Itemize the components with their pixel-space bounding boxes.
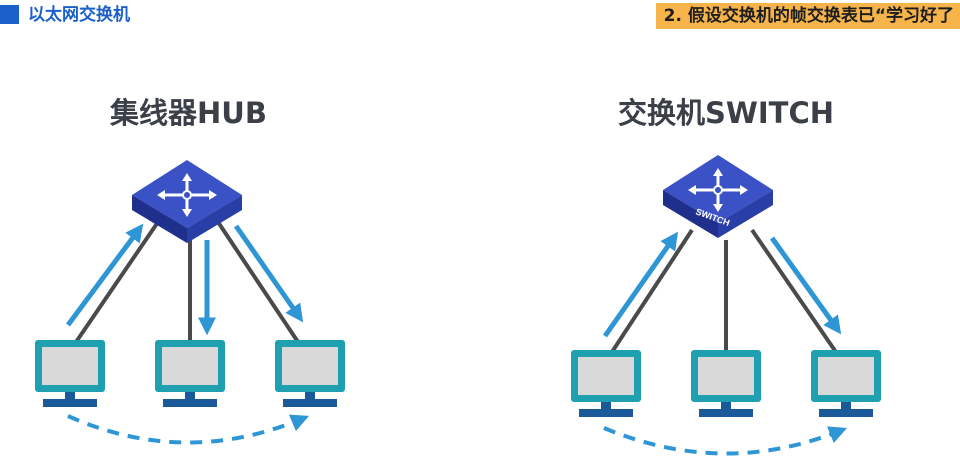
hub-links — [72, 220, 302, 347]
switch-arrow-up — [602, 231, 679, 338]
page-title: 以太网交换机 — [28, 5, 130, 25]
hub-arrow-up — [65, 223, 144, 327]
hub-arrow-down-right-outer — [233, 224, 304, 323]
switch-dashed-arrow — [603, 426, 848, 456]
switch-icon: SWITCH — [661, 153, 775, 240]
switch-host-1 — [571, 350, 641, 417]
switch-diagram-title: 交换机SWITCH — [618, 96, 834, 130]
switch-host-3 — [811, 350, 881, 417]
hub-traffic-arrows — [65, 223, 304, 336]
hub-host-1 — [35, 340, 105, 407]
switch-arrow-down — [769, 236, 842, 335]
switch-host-2 — [691, 350, 761, 417]
header-bar: 以太网交换机 2. 假设交换机的帧交换表已“学习好了 — [0, 3, 960, 29]
header-note: 2. 假设交换机的帧交换表已“学习好了 — [655, 3, 960, 29]
hub-diagram-title: 集线器HUB — [110, 96, 267, 130]
switch-links — [608, 228, 840, 357]
hub-dashed-arrow — [67, 414, 309, 445]
header-marker — [0, 5, 19, 24]
switch-traffic-arrows — [602, 231, 842, 338]
hub-host-2 — [155, 340, 225, 407]
hub-host-3 — [275, 340, 345, 407]
